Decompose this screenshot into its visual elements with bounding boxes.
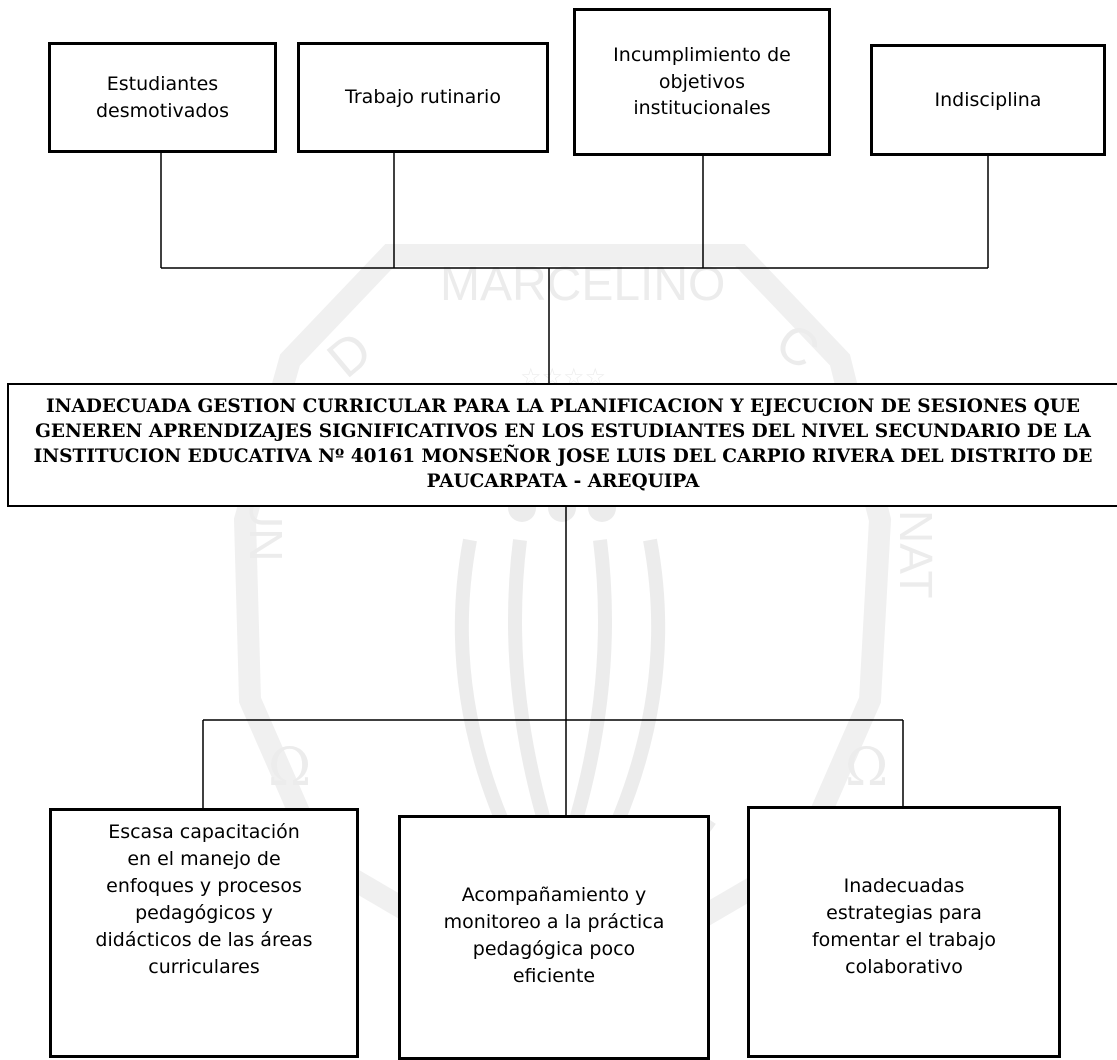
- effect-label: Incumplimiento de objetivos instituciona…: [613, 43, 791, 120]
- central-problem-box: INADECUADA GESTION CURRICULAR PARA LA PL…: [7, 383, 1117, 507]
- effect-box-1: Estudiantes desmotivados: [48, 42, 277, 153]
- effect-box-3: Incumplimiento de objetivos instituciona…: [573, 8, 831, 156]
- effect-label: Indisciplina: [934, 88, 1042, 111]
- central-problem-text: INADECUADA GESTION CURRICULAR PARA LA PL…: [33, 396, 1093, 492]
- effect-box-2: Trabajo rutinario: [297, 42, 549, 153]
- effect-label: Estudiantes desmotivados: [96, 72, 229, 122]
- cause-box-3: Inadecuadas estrategias para fomentar el…: [747, 806, 1061, 1058]
- cause-label: Acompañamiento y monitoreo a la práctica…: [443, 884, 665, 987]
- effect-box-4: Indisciplina: [870, 44, 1106, 156]
- cause-label: Escasa capacitación en el manejo de enfo…: [95, 821, 313, 978]
- cause-label: Inadecuadas estrategias para fomentar el…: [811, 875, 997, 978]
- cause-box-2: Acompañamiento y monitoreo a la práctica…: [398, 815, 710, 1060]
- effect-label: Trabajo rutinario: [345, 86, 501, 109]
- cause-box-1: Escasa capacitación en el manejo de enfo…: [49, 808, 359, 1058]
